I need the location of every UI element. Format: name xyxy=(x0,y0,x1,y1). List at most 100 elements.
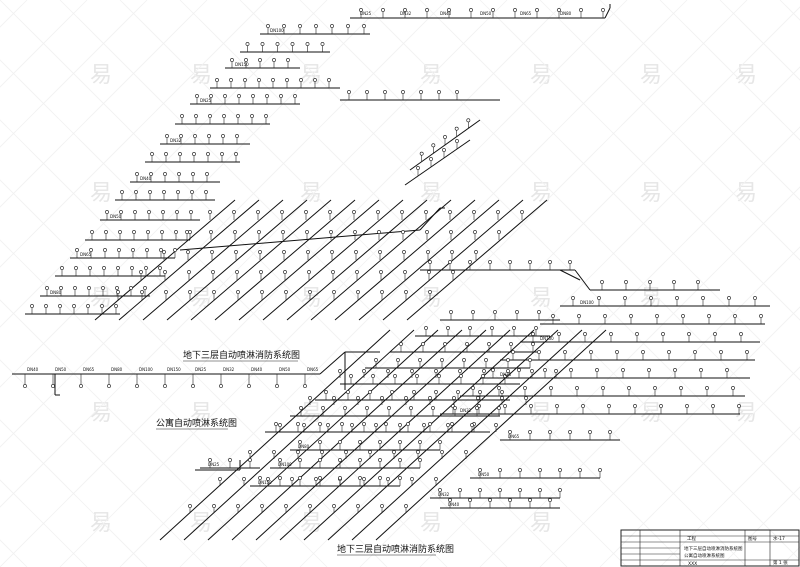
watermark-hatch xyxy=(719,486,800,567)
sprinkler-head xyxy=(530,369,534,373)
sprinkler-head xyxy=(346,24,350,28)
sprinkler-head xyxy=(679,386,683,390)
sprinkler-head xyxy=(275,42,280,46)
sprinkler-head xyxy=(641,350,645,354)
sprinkler-head xyxy=(481,374,485,378)
sprinkler-head xyxy=(258,250,262,254)
sprinkler-head xyxy=(318,440,322,444)
sprinkler-head xyxy=(209,94,213,98)
sprinkler-head xyxy=(557,8,561,12)
pipe-size-label: DN150 xyxy=(540,336,554,341)
sprinkler-head xyxy=(176,190,180,194)
sprinkler-head xyxy=(229,78,233,82)
sprinkler-head xyxy=(147,210,151,214)
pipe-size-label: DN80 xyxy=(298,444,310,449)
sprinkler-head xyxy=(705,386,709,390)
sprinkler-head xyxy=(707,314,711,318)
sprinkler-head xyxy=(503,374,507,378)
sprinkler-head xyxy=(258,58,262,62)
sprinkler-head xyxy=(627,386,631,390)
sprinkler-head xyxy=(498,488,502,492)
sprinkler-head xyxy=(116,266,120,270)
sprinkler-head xyxy=(90,230,94,234)
sprinkler-head xyxy=(378,458,382,462)
sprinkler-head xyxy=(194,114,198,118)
sprinkler-head xyxy=(338,440,342,444)
sprinkler-head xyxy=(133,210,137,214)
sprinkler-head xyxy=(434,477,438,481)
sprinkler-head xyxy=(175,210,179,214)
sprinkler-head xyxy=(675,296,679,300)
pipe-size-label: DN50 xyxy=(480,11,492,16)
sprinkler-head xyxy=(272,450,276,454)
sprinkler-head xyxy=(451,270,455,274)
sprinkler-head xyxy=(482,369,486,373)
sprinkler-head xyxy=(478,488,482,492)
watermark-hatch xyxy=(539,0,800,261)
pipe-size-label: DN40 xyxy=(27,367,39,372)
sprinkler-head xyxy=(87,286,91,290)
sprinkler-head xyxy=(212,290,216,294)
watermark: 易 xyxy=(530,63,552,88)
sprinkler-head xyxy=(496,210,500,214)
sprinkler-head xyxy=(558,468,562,472)
sprinkler-head xyxy=(365,90,369,94)
sprinkler-head xyxy=(346,390,350,394)
sprinkler-head xyxy=(437,374,441,378)
pipe-size-label: DN25 xyxy=(500,372,512,377)
sprinkler-head xyxy=(89,248,93,252)
sprinkler-head xyxy=(332,290,336,294)
sprinkler-head xyxy=(577,314,581,318)
sprinkler-head xyxy=(235,270,239,274)
sprinkler-head xyxy=(398,476,402,480)
pipe-size-label: DN80 xyxy=(111,367,123,372)
sprinkler-head xyxy=(518,488,522,492)
sprinkler-head xyxy=(207,134,211,138)
sprinkler-head xyxy=(446,423,450,427)
sprinkler-head xyxy=(513,8,517,12)
sprinkler-head xyxy=(512,326,516,330)
sprinkler-head xyxy=(418,458,422,462)
sprinkler-head xyxy=(245,42,250,46)
sprinkler-head xyxy=(497,386,501,390)
sprinkler-head xyxy=(446,326,450,330)
sprinkler-head xyxy=(428,260,432,264)
sprinkler-head xyxy=(449,230,453,234)
sprinkler-head xyxy=(725,368,729,372)
sprinkler-head xyxy=(298,24,302,28)
diagonal-branch xyxy=(262,199,404,321)
sprinkler-head xyxy=(302,423,306,427)
sprinkler-head xyxy=(251,94,255,98)
sprinkler-head xyxy=(135,172,139,176)
watermark: 易 xyxy=(90,401,112,426)
sprinkler-head xyxy=(428,396,432,400)
pipe-segment xyxy=(319,351,346,375)
watermark-hatch xyxy=(779,0,800,21)
sprinkler-head xyxy=(145,248,149,252)
sprinkler-head xyxy=(687,332,691,336)
sprinkler-head xyxy=(338,458,342,462)
sprinkler-head xyxy=(529,404,533,408)
sprinkler-head xyxy=(318,476,322,480)
sprinkler-head xyxy=(117,248,121,252)
watermark-hatch xyxy=(539,306,800,567)
sprinkler-head xyxy=(260,504,264,508)
sprinkler-head xyxy=(264,114,268,118)
sprinkler-head xyxy=(280,210,284,214)
sprinkler-head xyxy=(324,390,328,394)
watermark-hatch xyxy=(299,66,800,567)
sprinkler-head xyxy=(72,304,76,308)
sprinkler-head xyxy=(139,270,143,274)
sprinkler-head xyxy=(222,114,226,118)
sprinkler-head xyxy=(506,369,510,373)
sprinkler-head xyxy=(23,384,27,388)
sprinkler-head xyxy=(543,368,547,372)
sprinkler-head xyxy=(332,504,336,508)
sprinkler-head xyxy=(579,8,583,12)
sprinkler-head xyxy=(101,286,105,290)
sprinkler-head xyxy=(266,477,270,481)
sprinkler-head xyxy=(509,342,513,346)
sprinkler-head xyxy=(220,152,224,156)
